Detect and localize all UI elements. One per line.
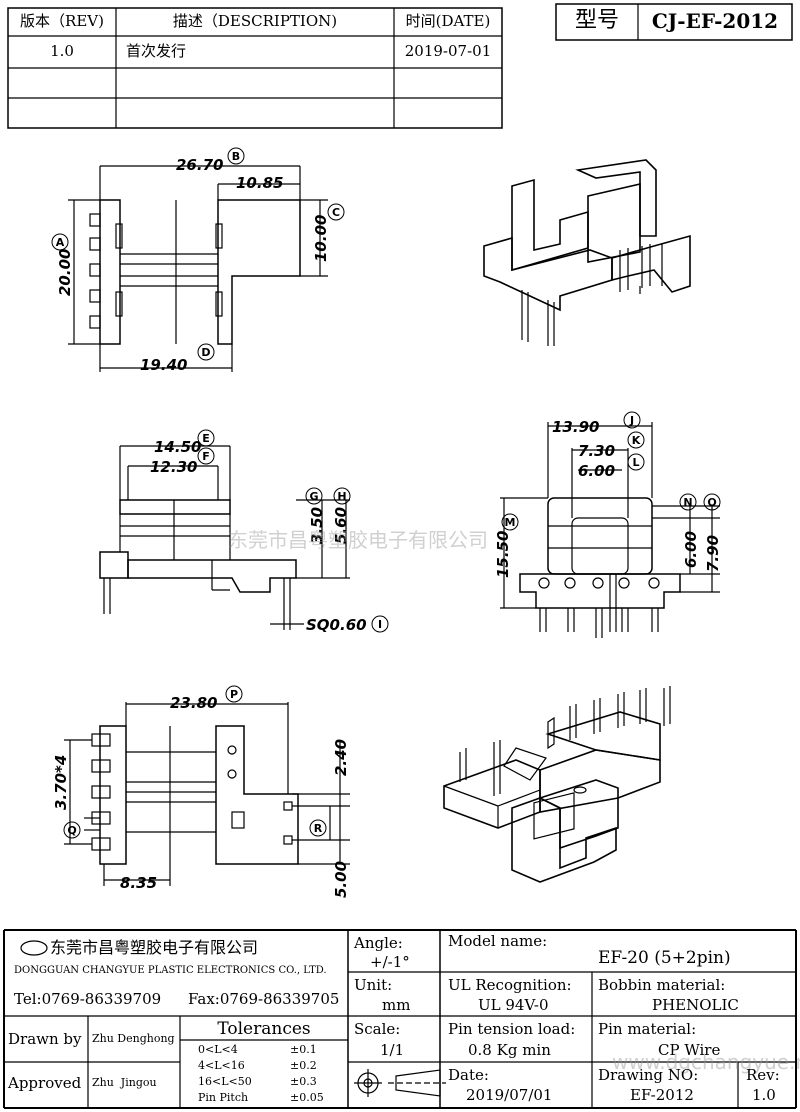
ref-J: J [629,414,634,427]
tol-range-3: Pin Pitch [198,1091,249,1104]
ref-M: M [505,516,516,529]
drawn-label: Drawn by [8,1030,82,1048]
dim-bottom-r1: 2.40 [332,739,350,776]
model-box-value: CJ-EF-2012 [651,9,779,33]
pinmat-label: Pin material: [598,1020,697,1038]
tension-value: 0.8 Kg min [468,1041,551,1059]
tol-range-0: 0<L<4 [198,1043,238,1056]
ref-B: B [232,150,240,163]
company-en: DONGGUAN CHANGYUE PLASTIC ELECTRONICS CO… [14,965,327,976]
ref-D: D [201,346,210,359]
rev-value: 1.0 [50,42,74,60]
ref-O: O [707,496,716,509]
desc-header: 描述（DESCRIPTION) [172,12,338,30]
dim-front-n: 6.00 [682,531,700,568]
ref-P: P [230,688,238,701]
dim-side-pin: SQ0.60 [306,616,367,634]
date-value: 2019-07-01 [404,42,492,60]
dim-front-o: 7.90 [704,535,722,572]
dim-side-h: 5.60 [332,507,350,544]
tol-value-3: ±0.05 [290,1091,324,1104]
dim-top-width: 26.70 [176,156,223,174]
ul-value: UL 94V-0 [478,996,549,1014]
watermark-url: www.dgchangyue.net [612,1050,800,1074]
approved-value: Zhu Jingou [92,1076,157,1089]
tol-value-2: ±0.3 [290,1075,317,1088]
date-label: Date: [448,1066,489,1084]
dim-bottom-r2: 5.00 [332,861,350,898]
ref-G: G [309,490,318,503]
drawing-label: Drawing NO: [598,1066,699,1084]
watermark-company: 东莞市昌粤塑胶电子有限公司 [228,528,488,552]
dim-side-inner: 12.30 [150,458,197,476]
ref-Q: Q [67,824,76,837]
ref-E: E [202,432,210,445]
date-header: 时间(DATE) [405,12,491,30]
dim-top-height: 20.00 [56,249,74,296]
dim-front-l: 6.00 [578,462,615,480]
tol-title: Tolerances [217,1019,311,1039]
model-value: EF-20 (5+2pin) [598,948,731,968]
ul-label: UL Recognition: [448,976,572,994]
rev-label-tb: Rev: [746,1066,780,1084]
ref-N: N [683,496,692,509]
company-cn: 东莞市昌粤塑胶电子有限公司 [50,938,259,957]
model-label: Model name: [448,932,548,950]
dim-top-right: 10.85 [236,174,283,192]
dim-bottom-q: 8.35 [120,874,157,892]
dim-bottom-pitch: 3.70*4 [52,755,70,810]
ref-K: K [632,434,641,447]
drawing-value: EF-2012 [630,1086,694,1104]
ref-A: A [56,236,65,249]
ref-I: I [378,618,382,631]
drawn-value: Zhu Denghong [92,1032,175,1045]
pinmat-value: CP Wire [658,1041,721,1059]
scale-label: Scale: [354,1020,401,1038]
unit-value: mm [382,996,411,1014]
tol-value-1: ±0.2 [290,1059,317,1072]
date-value-tb: 2019/07/01 [466,1086,553,1104]
unit-label: Unit: [354,976,393,994]
angle-value: +/-1° [370,953,410,971]
dim-side-outer: 14.50 [154,438,201,456]
tol-value-0: ±0.1 [290,1043,317,1056]
dim-front-m: 15.50 [494,531,512,578]
dim-side-g: 3.50 [308,507,326,544]
scale-value: 1/1 [380,1041,405,1059]
desc-value: 首次发行 [126,42,187,60]
ref-R: R [314,822,323,835]
bobbin-label: Bobbin material: [598,976,726,994]
dim-top-height-right: 10.00 [312,215,330,262]
tol-range-2: 16<L<50 [198,1075,252,1088]
ref-L: L [632,456,639,469]
approved-label: Approved [8,1074,82,1092]
dim-front-j: 13.90 [552,418,599,436]
tension-label: Pin tension load: [448,1020,576,1038]
tol-range-1: 4<L<16 [198,1059,245,1072]
tel: Tel:0769-86339709 [14,990,162,1008]
rev-value-tb: 1.0 [752,1086,776,1104]
fax: Fax:0769-86339705 [188,990,340,1008]
dim-top-bottom: 19.40 [140,356,187,374]
angle-label: Angle: [354,934,403,952]
dim-bottom-p: 23.80 [170,694,217,712]
model-box-label: 型号 [574,8,619,33]
ref-C: C [332,206,340,219]
ref-F: F [202,450,210,463]
rev-header: 版本（REV) [20,12,104,30]
dim-front-k: 7.30 [578,442,615,460]
bobbin-value: PHENOLIC [652,996,739,1014]
ref-H: H [337,490,346,503]
